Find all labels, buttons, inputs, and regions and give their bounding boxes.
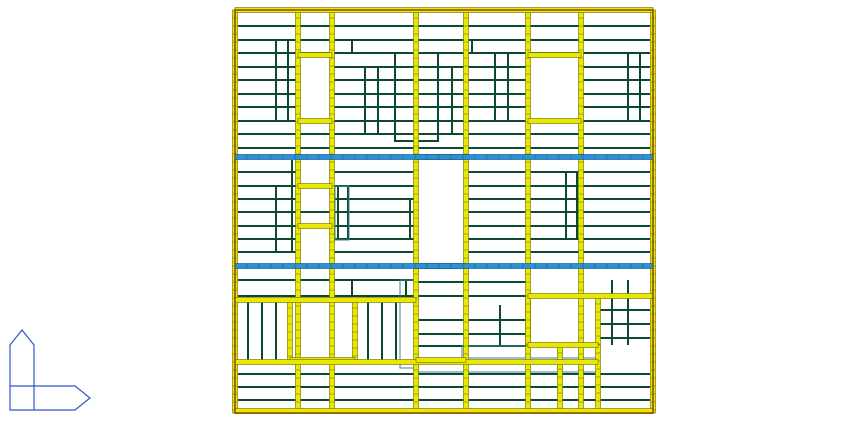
ucs-y-arrow <box>9 329 35 387</box>
stud <box>413 9 419 414</box>
stud <box>352 299 358 361</box>
thin-outline <box>334 185 350 241</box>
plate <box>297 223 333 229</box>
stud <box>329 9 335 414</box>
plate <box>527 342 599 348</box>
ucs-g-label: G <box>13 365 26 385</box>
panel-outline <box>234 9 654 414</box>
ucs-x-arrow <box>9 385 91 411</box>
plate <box>297 118 333 124</box>
stud <box>578 9 584 414</box>
stud-members <box>232 7 656 414</box>
plate <box>415 357 467 363</box>
beam <box>234 263 654 269</box>
ucs-x-label: X <box>62 390 74 410</box>
ucs-y-label: Y <box>12 340 24 360</box>
stud <box>557 344 563 414</box>
plate <box>297 183 333 189</box>
plate <box>527 52 582 58</box>
stud <box>525 9 531 414</box>
stud <box>525 295 531 346</box>
ucs-icon[interactable]: Y G X <box>9 329 91 411</box>
plate <box>234 297 417 303</box>
beam <box>234 154 654 160</box>
stud <box>595 295 601 346</box>
plate <box>527 293 654 299</box>
stud <box>595 344 601 414</box>
plate <box>297 52 333 58</box>
stud <box>463 9 469 414</box>
plate <box>527 118 582 124</box>
outer-border <box>234 9 654 414</box>
stud <box>295 9 301 414</box>
stud <box>287 299 293 361</box>
